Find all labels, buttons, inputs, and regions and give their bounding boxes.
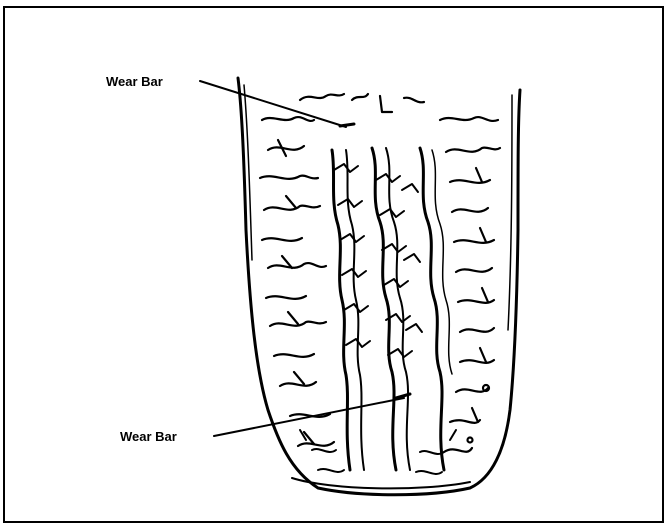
- tread-grooves: [332, 148, 452, 470]
- leader-line-bottom: [214, 398, 404, 436]
- right-shoulder-blocks: [440, 117, 500, 452]
- wear-bar-label-bottom: Wear Bar: [120, 429, 177, 444]
- wear-bar-label-top: Wear Bar: [106, 74, 163, 89]
- tire-outline: [238, 78, 520, 495]
- left-shoulder-blocks: [260, 94, 424, 446]
- leader-line-top: [200, 81, 346, 127]
- lower-tread-blocks: [300, 430, 456, 474]
